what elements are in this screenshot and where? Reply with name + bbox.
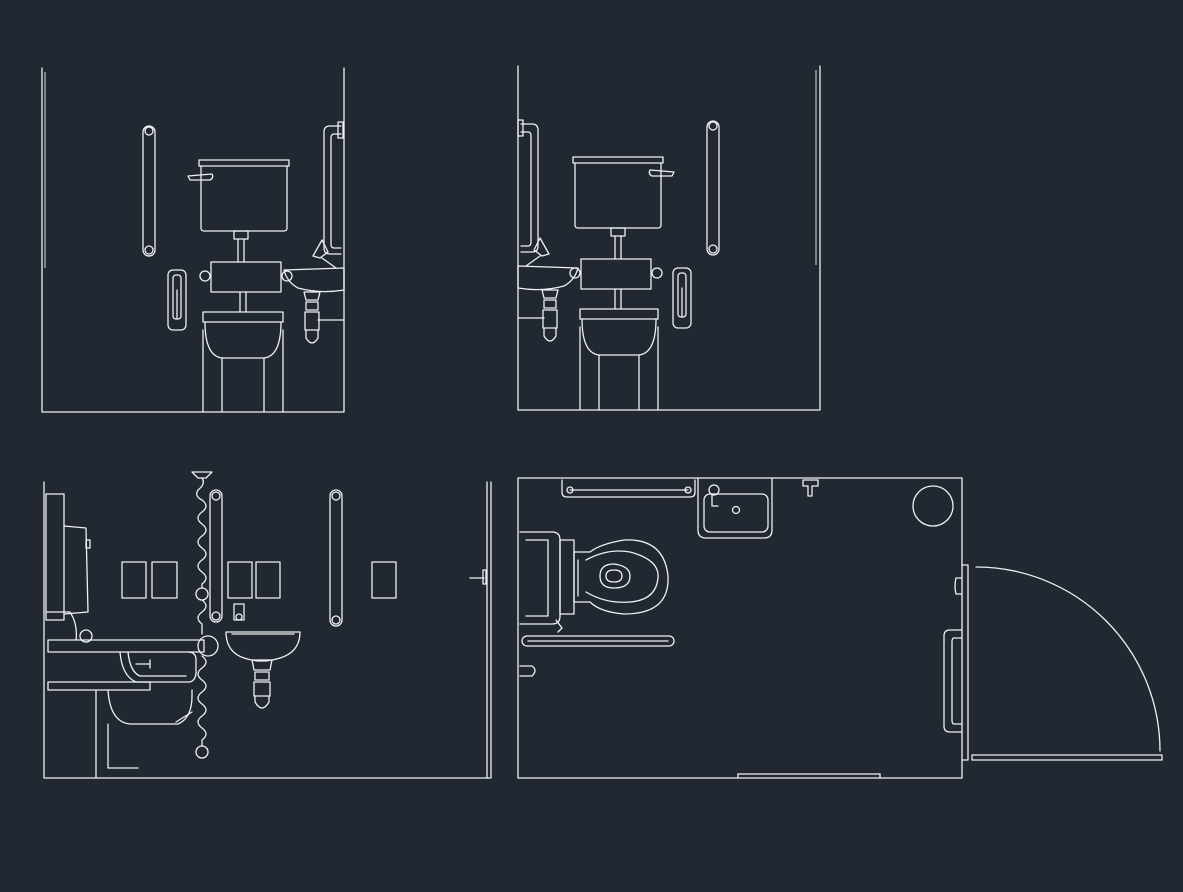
toilet-roll-holder — [672, 267, 692, 329]
wall-fitting — [802, 479, 819, 497]
vertical-grab-rail — [209, 489, 223, 623]
door-lock — [954, 577, 963, 595]
vertical-grab-rail — [142, 125, 156, 257]
alarm-pull-cord — [191, 471, 213, 759]
cistern — [187, 159, 290, 263]
cistern-side — [45, 493, 91, 641]
wall-outline — [517, 65, 821, 411]
horizontal-grab-rail — [561, 479, 696, 498]
l-grab-rail — [517, 119, 539, 253]
l-grab-rail — [323, 121, 344, 255]
drop-down-grab-rail-plan — [521, 619, 675, 647]
elevation-wall-b — [517, 65, 821, 411]
toilet-plan — [519, 531, 669, 625]
toilet-pan — [202, 311, 284, 413]
toilet-roll-holder — [167, 269, 187, 331]
door-pull-handle — [943, 629, 963, 733]
floor-plan — [517, 477, 1163, 779]
light-switch-plate — [151, 561, 178, 599]
toilet-roll-holder-plan — [519, 665, 536, 677]
wash-basin — [225, 603, 301, 709]
light-switch-plate — [255, 561, 281, 599]
door-leaf — [961, 564, 1163, 761]
room-outline — [517, 477, 963, 779]
duct-panel — [569, 258, 663, 310]
toilet-pan — [579, 308, 659, 411]
wash-basin — [517, 237, 579, 342]
waste-bin — [912, 485, 954, 527]
wall-outline — [41, 67, 345, 413]
drop-down-grab-rail — [47, 629, 219, 683]
light-switch-plate — [371, 561, 397, 599]
toilet-pan-side — [47, 681, 193, 779]
vertical-grab-rail — [329, 489, 343, 627]
wash-basin-plan — [697, 477, 773, 539]
vertical-grab-rail — [706, 120, 720, 256]
wash-basin — [283, 239, 345, 344]
duct-panel — [199, 261, 293, 313]
light-switch-plate — [121, 561, 147, 599]
door-handle — [469, 569, 487, 585]
light-switch-plate — [227, 561, 253, 599]
wall-outline — [43, 481, 492, 779]
cistern — [572, 156, 675, 260]
elevation-wall-a — [41, 67, 345, 413]
elevation-wall-c — [43, 471, 492, 779]
